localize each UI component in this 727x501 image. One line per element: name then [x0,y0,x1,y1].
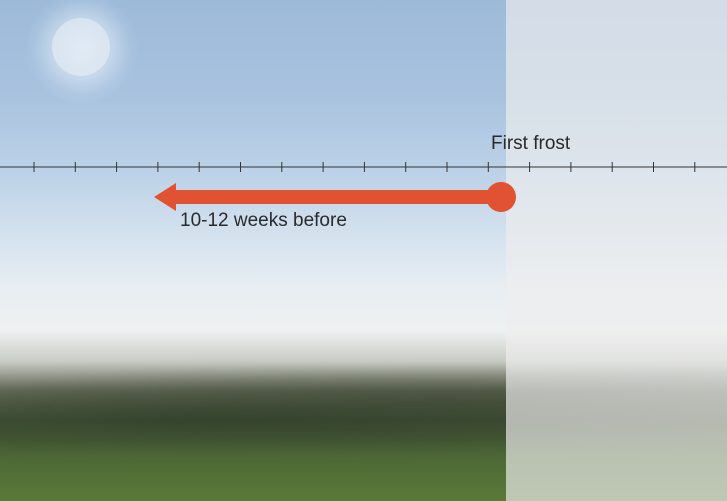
arrow-shaft [172,190,502,204]
arrowhead-icon [154,183,176,211]
weeks-before-label: 10-12 weeks before [180,210,347,231]
first-frost-marker [486,182,516,212]
sun-icon [52,18,110,76]
timeline-ticks [33,162,696,172]
first-frost-label: First frost [491,133,571,154]
frost-period-overlay [506,0,727,501]
arrow [154,182,516,212]
